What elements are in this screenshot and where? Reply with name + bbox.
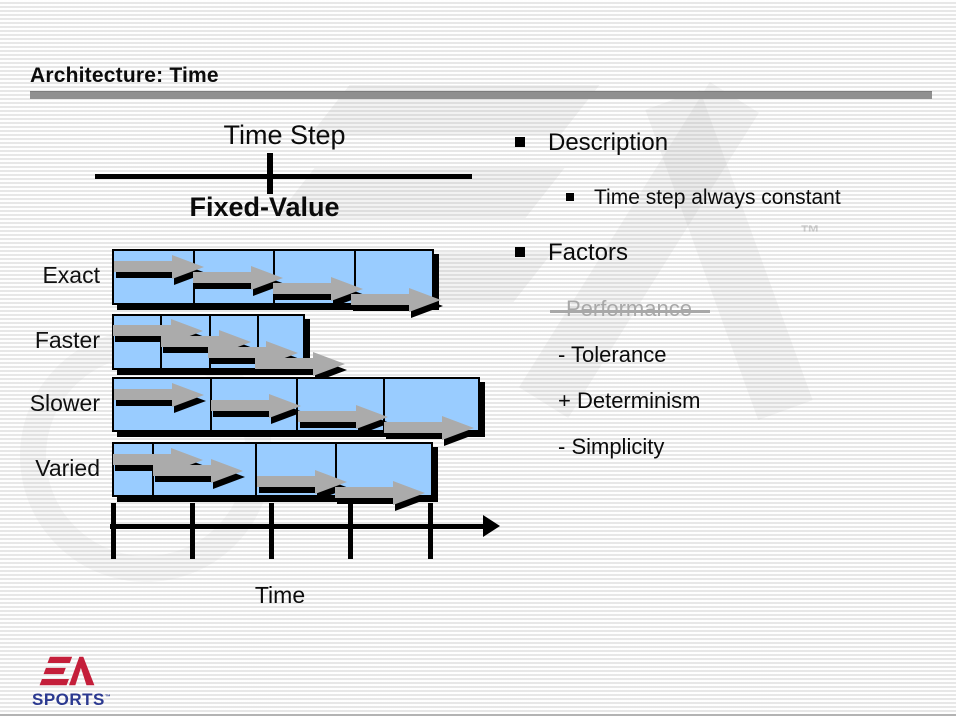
factor-performance: Performance — [566, 296, 692, 322]
time-axis-tick — [111, 503, 116, 559]
factor-tolerance-text: - Tolerance — [558, 342, 667, 367]
bullet-square-icon — [515, 137, 525, 147]
factor-determinism-text: + Determinism — [558, 388, 701, 413]
row-label-slower: Slower — [29, 389, 100, 416]
ea-logo-icon — [39, 656, 95, 686]
bullet-description-sub-text: Time step always constant — [594, 186, 841, 209]
cell-divider-faster — [257, 314, 259, 370]
time-axis-tick — [269, 503, 274, 559]
row-label-varied: Varied — [35, 454, 100, 481]
bullet-factors-text: Factors — [548, 239, 629, 266]
time-axis-arrowhead-icon — [483, 515, 500, 537]
time-step-axis-line — [95, 174, 472, 179]
time-step-label: Time Step — [223, 120, 346, 150]
time-axis-label: Time — [254, 582, 306, 608]
time-axis-tick — [348, 503, 353, 559]
bullet-factors: Factors — [515, 239, 628, 267]
bullet-square-icon — [515, 247, 525, 257]
time-axis-tick — [190, 503, 195, 559]
step-arrow-icon-exact — [114, 255, 206, 285]
step-arrow-icon-slower — [298, 405, 390, 435]
step-arrow-icon-exact — [193, 266, 285, 296]
factor-tolerance: - Tolerance — [558, 342, 666, 368]
factor-determinism: + Determinism — [558, 388, 700, 414]
step-arrow-icon-varied — [335, 481, 427, 511]
step-arrow-icon-slower — [211, 394, 303, 424]
factor-simplicity-text: - Simplicity — [558, 434, 665, 459]
cell-divider-varied — [255, 442, 257, 497]
step-arrow-icon-slower — [114, 383, 206, 413]
factor-performance-text: Performance — [566, 296, 692, 321]
cell-divider-varied — [335, 442, 337, 497]
bullet-description-text: Description — [548, 129, 669, 156]
ea-sports-logo: SPORTS™ — [30, 650, 130, 712]
time-axis-tick — [428, 503, 433, 559]
fixed-value-label: Fixed-Value — [189, 192, 340, 222]
step-arrow-icon-varied — [153, 459, 245, 489]
slide-title: Architecture: Time — [30, 64, 219, 87]
step-arrow-icon-varied — [257, 470, 349, 500]
bullet-description-sub: Time step always constant — [566, 186, 841, 210]
bullet-square-icon — [566, 193, 574, 201]
watermark-tm: ™ — [800, 222, 820, 244]
time-step-axis-tick — [267, 153, 273, 194]
tm-mark: ™ — [104, 694, 112, 701]
slide-bottom-edge — [0, 714, 956, 716]
factor-simplicity: - Simplicity — [558, 434, 664, 460]
row-label-faster: Faster — [34, 327, 100, 353]
time-axis-line — [110, 524, 485, 529]
step-arrow-icon-faster — [255, 352, 347, 382]
step-arrow-icon-exact — [351, 288, 443, 318]
ea-sports-wordmark: SPORTS™ — [32, 690, 112, 709]
row-label-exact: Exact — [42, 262, 100, 288]
step-arrow-icon-exact — [273, 277, 365, 307]
bullet-description: Description — [515, 129, 668, 157]
cell-divider-exact — [354, 249, 356, 305]
cell-divider-slower — [383, 377, 385, 432]
step-arrow-icon-slower — [384, 416, 476, 446]
title-rule — [30, 91, 932, 99]
